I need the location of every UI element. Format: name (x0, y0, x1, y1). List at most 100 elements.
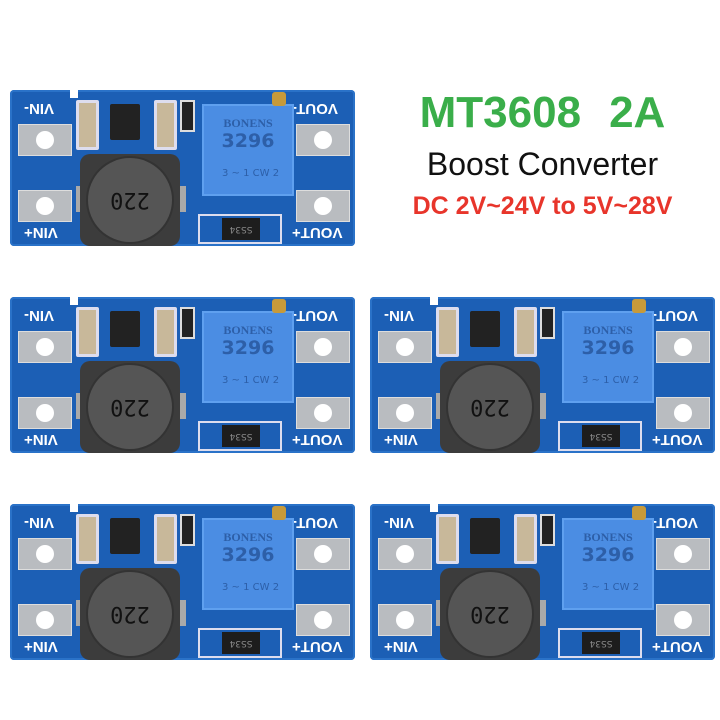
diode-marking: SS34 (222, 632, 260, 654)
inductor: 220 (440, 568, 540, 660)
vout-minus-pad (296, 538, 350, 570)
inductor-marking: 220 (110, 601, 150, 626)
potentiometer: BONENS 3296 3 ~ 1 CW 2 (202, 518, 294, 610)
vin-plus-pad (18, 397, 72, 429)
resistor (180, 514, 195, 546)
mt3608-chip (110, 311, 140, 347)
vin-minus-label: VIN- (24, 514, 54, 531)
vout-minus-label: VOUT- (652, 514, 698, 531)
vin-minus-pad (18, 331, 72, 363)
vin-plus-label: VIN+ (384, 638, 418, 655)
pot-marking: 3 ~ 1 CW 2 (222, 582, 280, 593)
vin-minus-label: VIN- (24, 100, 54, 117)
mt3608-chip (110, 518, 140, 554)
diode: SS34 (198, 628, 282, 658)
pot-brand: BONENS (583, 323, 633, 337)
capacitor (154, 514, 177, 564)
vin-minus-label: VIN- (384, 514, 414, 531)
diode: SS34 (558, 421, 642, 451)
trim-screw (272, 299, 286, 313)
vin-minus-pad (18, 124, 72, 156)
diode-marking: SS34 (582, 632, 620, 654)
vout-minus-label: VOUT- (292, 307, 338, 324)
inductor: 220 (80, 361, 180, 453)
pot-brand: BONENS (223, 116, 273, 130)
vin-plus-pad (378, 397, 432, 429)
pot-brand: BONENS (223, 323, 273, 337)
vin-minus-pad (378, 538, 432, 570)
inductor: 220 (440, 361, 540, 453)
boost-converter-board: VIN- VIN+ VOUT- VOUT+ 220 BONENS 3296 3 … (10, 293, 355, 458)
vin-minus-pad (18, 538, 72, 570)
vout-plus-pad (656, 604, 710, 636)
voltage-range: DC 2V~24V to 5V~28V (412, 192, 673, 220)
mt3608-chip (110, 104, 140, 140)
vout-plus-pad (296, 397, 350, 429)
vout-minus-pad (296, 124, 350, 156)
diode-marking: SS34 (582, 425, 620, 447)
inductor-marking: 220 (470, 601, 510, 626)
vout-minus-pad (296, 331, 350, 363)
pot-model: 3296 (581, 337, 635, 359)
capacitor (76, 514, 99, 564)
diode: SS34 (558, 628, 642, 658)
vout-minus-label: VOUT- (292, 514, 338, 531)
capacitor (76, 307, 99, 357)
vin-minus-label: VIN- (384, 307, 414, 324)
pot-brand: BONENS (583, 530, 633, 544)
inductor-marking: 220 (110, 394, 150, 419)
pot-model: 3296 (581, 544, 635, 566)
diode-marking: SS34 (222, 425, 260, 447)
diode: SS34 (198, 421, 282, 451)
capacitor (76, 100, 99, 150)
vin-plus-label: VIN+ (384, 431, 418, 448)
vin-plus-pad (378, 604, 432, 636)
capacitor (154, 307, 177, 357)
boost-converter-board: VIN- VIN+ VOUT- VOUT+ 220 BONENS 3296 3 … (10, 500, 355, 665)
diode: SS34 (198, 214, 282, 244)
resistor (540, 307, 555, 339)
capacitor (514, 307, 537, 357)
capacitor (154, 100, 177, 150)
mt3608-chip (470, 518, 500, 554)
inductor-marking: 220 (110, 187, 150, 212)
pot-marking: 3 ~ 1 CW 2 (582, 582, 640, 593)
resistor (180, 100, 195, 132)
vout-plus-label: VOUT+ (652, 638, 703, 655)
pot-model: 3296 (221, 337, 275, 359)
vin-plus-label: VIN+ (24, 431, 58, 448)
diode-marking: SS34 (222, 218, 260, 240)
vout-minus-pad (656, 538, 710, 570)
mt3608-chip (470, 311, 500, 347)
trim-screw (272, 506, 286, 520)
pot-model: 3296 (221, 130, 275, 152)
boost-converter-board: VIN- VIN+ VOUT- VOUT+ 220 BONENS 3296 3 … (10, 86, 355, 251)
vout-plus-pad (296, 604, 350, 636)
vout-minus-pad (656, 331, 710, 363)
vout-plus-label: VOUT+ (292, 638, 343, 655)
vout-plus-label: VOUT+ (652, 431, 703, 448)
product-subtitle: Boost Converter (426, 146, 659, 182)
capacitor (514, 514, 537, 564)
capacitor (436, 514, 459, 564)
vin-plus-label: VIN+ (24, 638, 58, 655)
inductor-marking: 220 (470, 394, 510, 419)
vin-plus-pad (18, 604, 72, 636)
pot-marking: 3 ~ 1 CW 2 (222, 375, 280, 386)
vin-plus-label: VIN+ (24, 224, 58, 241)
vout-plus-pad (656, 397, 710, 429)
pot-model: 3296 (221, 544, 275, 566)
boost-converter-board: VIN- VIN+ VOUT- VOUT+ 220 BONENS 3296 3 … (370, 293, 715, 458)
pot-marking: 3 ~ 1 CW 2 (222, 168, 280, 179)
resistor (180, 307, 195, 339)
vin-minus-pad (378, 331, 432, 363)
trim-screw (632, 299, 646, 313)
current-rating: 2A (609, 88, 666, 137)
vout-minus-label: VOUT- (292, 100, 338, 117)
trim-screw (272, 92, 286, 106)
boost-converter-board: VIN- VIN+ VOUT- VOUT+ 220 BONENS 3296 3 … (370, 500, 715, 665)
vout-minus-label: VOUT- (652, 307, 698, 324)
resistor (540, 514, 555, 546)
vin-plus-pad (18, 190, 72, 222)
